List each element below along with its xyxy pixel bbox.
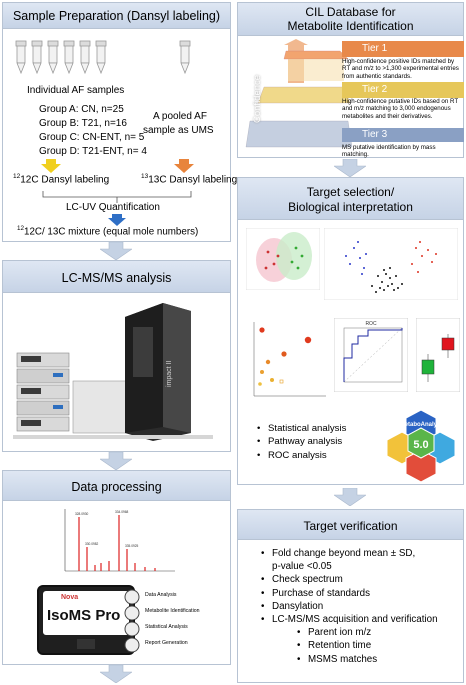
module-metabolite-id: Metabolite Identification	[145, 608, 200, 614]
pathway-plot-thumbnail	[253, 322, 326, 397]
metaboanalyst-version: 5.0	[413, 439, 428, 451]
individual-samples-label: Individual AF samples	[27, 85, 125, 96]
peak-label-4: 335.0925	[125, 544, 139, 548]
bullet-statistical-analysis: Statistical analysis	[257, 422, 346, 436]
module-statistical-analysis: Statistical Analysis	[145, 624, 188, 630]
module-circles-icon	[124, 589, 140, 653]
flow-arrow-1	[100, 242, 132, 260]
mixture-text: 12C/ 13C mixture (equal mole numbers)	[24, 226, 199, 238]
c13-labeling-text: 13C Dansyl labeling	[148, 174, 238, 186]
module-data-analysis: Data Analysis	[145, 592, 177, 598]
group-a: Group A: CN, n=25	[39, 104, 124, 115]
tier1-label: Tier 1	[342, 41, 464, 57]
sample-prep-title: Sample Preparation (Dansyl labeling)	[3, 3, 230, 29]
analysis-bullets: Statistical analysis Pathway analysis RO…	[256, 422, 346, 462]
target-selection-title: Target selection/ Biological interpretat…	[238, 178, 463, 220]
pooled-tube-icon	[179, 40, 191, 75]
confidence-pyramid-graphic	[245, 39, 353, 148]
lcms-title: LC-MS/MS analysis	[3, 261, 230, 293]
mass-spectrum-chart: 328.0930 334.0968 330.0982 335.0925	[64, 509, 175, 572]
bullet-roc-analysis: ROC analysis	[257, 449, 346, 463]
module-report-generation: Report Generation	[145, 640, 188, 646]
volcano-plot-thumbnail	[324, 228, 458, 300]
bullet-lcms-acquisition: LC-MS/MS acquisition and verification Pa…	[261, 613, 438, 666]
arrow-blue-icon	[108, 214, 126, 226]
fold-change-text: Fold change beyond mean ± SD,	[272, 548, 416, 559]
peak-label-1: 328.0930	[75, 512, 89, 516]
cil-title-line-1: CIL Database for	[305, 5, 396, 19]
metaboanalyst-logo: 5.0 MetaboAnalyst	[386, 409, 456, 483]
lc-uv-quantification: LC-UV Quantification	[66, 202, 160, 213]
confidence-axis-label: Confidence	[252, 74, 263, 123]
bullet-pathway-analysis: Pathway analysis	[257, 435, 346, 449]
pooled-label-2: sample as UMS	[143, 125, 214, 136]
pca-plot-thumbnail	[246, 228, 320, 290]
roc-title: ROC	[365, 321, 377, 327]
verification-bullets: Fold change beyond mean ± SD, p-value <0…	[260, 547, 438, 666]
sample-tubes-icon	[15, 40, 107, 75]
data-processing-title: Data processing	[3, 471, 230, 501]
pvalue-text: p-value <0.05	[272, 561, 332, 573]
mixture-label: 1212C/ 13C mixture (equal mole numbers)	[17, 225, 199, 238]
flow-arrow-3	[100, 665, 132, 683]
group-d: Group D: T21-ENT, n= 4	[39, 146, 147, 157]
isoms-software-logo: Nova IsoMS Pro	[37, 585, 135, 655]
lcms-panel: LC-MS/MS analysis impact II	[2, 260, 231, 452]
tier1-text: High-confidence positive IDs matched by …	[342, 58, 459, 80]
lc-ms-instrument-image: impact II	[13, 303, 213, 441]
flow-arrow-r1	[334, 159, 366, 177]
isoms-pro-name: IsoMS Pro	[47, 607, 121, 624]
target-sel-line-1: Target selection/	[306, 185, 395, 199]
instrument-brand-text: impact II	[166, 360, 173, 387]
cil-database-panel: CIL Database for Metabolite Identificati…	[237, 2, 464, 158]
peak-label-2: 334.0968	[115, 510, 129, 514]
group-b: Group B: T21, n=16	[39, 118, 127, 129]
verification-sub-bullets: Parent ion m/z Retention time MSMS match…	[272, 626, 438, 666]
merge-bracket	[42, 191, 192, 203]
flow-arrow-r2	[334, 488, 366, 506]
target-selection-panel: Target selection/ Biological interpretat…	[237, 177, 464, 485]
arrow-13c-icon	[174, 159, 194, 173]
roc-curve-thumbnail: ROC	[334, 318, 408, 392]
tier3-text: MS putative identification by mass match…	[342, 144, 436, 159]
sub-retention-time: Retention time	[297, 639, 438, 652]
tier3-label: Tier 3	[342, 128, 464, 142]
c13-labeling: 1313C Dansyl labeling	[141, 173, 238, 186]
pooled-label-1: A pooled AF	[153, 111, 207, 122]
metaboanalyst-label: MetaboAnalyst	[400, 422, 443, 428]
sub-parent-ion: Parent ion m/z	[297, 626, 438, 639]
flow-arrow-2	[100, 452, 132, 470]
box-plot-thumbnail	[416, 318, 460, 392]
bullet-dansylation: Dansylation	[261, 600, 438, 613]
bullet-check-spectrum: Check spectrum	[261, 573, 438, 586]
arrow-12c-icon	[41, 159, 61, 173]
bullet-fold-change: Fold change beyond mean ± SD, p-value <0…	[261, 547, 438, 573]
peak-label-3: 330.0982	[85, 542, 99, 546]
nova-brand: Nova	[61, 594, 79, 601]
sample-prep-panel: Sample Preparation (Dansyl labeling) Ind…	[2, 2, 237, 242]
lcms-acquisition-text: LC-MS/MS acquisition and verification	[272, 614, 438, 626]
cil-title-line-2: Metabolite Identification	[287, 18, 414, 33]
cil-database-title: CIL Database for Metabolite Identificati…	[238, 3, 463, 36]
sub-msms-matches: MSMS matches	[297, 653, 438, 666]
c12-labeling-text: 12C Dansyl labeling	[20, 174, 110, 186]
c12-labeling: 1212C Dansyl labeling	[13, 173, 110, 186]
target-verification-panel: Target verification Fold change beyond m…	[237, 509, 464, 683]
bullet-purchase-standards: Purchase of standards	[261, 587, 438, 600]
group-c: Group C: CN-ENT, n= 5	[39, 132, 145, 143]
data-processing-panel: Data processing 328.0930 334.0968 330.09…	[2, 470, 231, 665]
target-sel-line-2: Biological interpretation	[288, 200, 413, 214]
tier2-text: High-confidence putative IDs based on RT…	[342, 98, 459, 120]
target-verification-title: Target verification	[238, 510, 463, 540]
tier2-label: Tier 2	[342, 82, 464, 98]
